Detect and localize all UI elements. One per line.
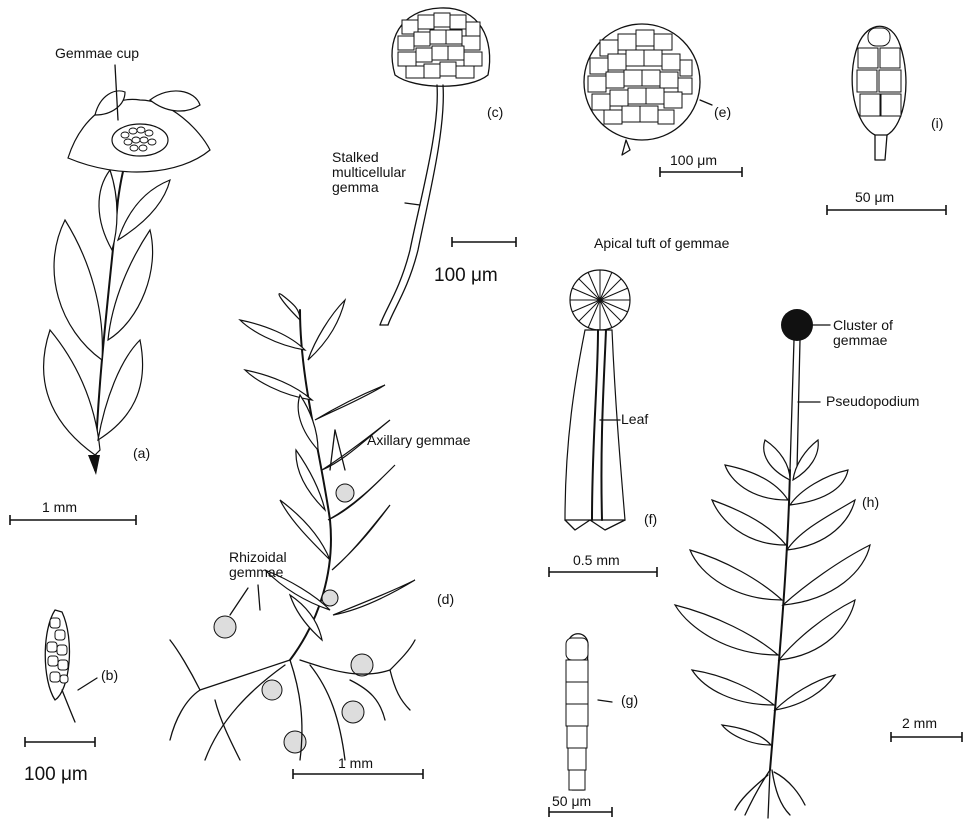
callout-gemmae-cup: Gemmae cup <box>55 46 139 61</box>
scale-label-a: 1 mm <box>42 500 77 515</box>
panel-label-i: (i) <box>931 116 943 131</box>
drawing-a-shoot-with-gemmae-cup <box>44 65 210 475</box>
callout-pseudopodium: Pseudopodium <box>826 394 919 409</box>
scale-label-b: 100 μm <box>24 765 88 785</box>
panel-label-c: (c) <box>487 105 503 120</box>
scale-label-g: 50 μm <box>552 794 591 809</box>
drawing-g-filamentous-gemma <box>566 634 612 790</box>
panel-label-e: (e) <box>714 105 731 120</box>
scale-label-e: 100 μm <box>670 153 717 168</box>
scale-label-i: 50 μm <box>855 190 894 205</box>
drawing-i-gemma <box>852 26 906 160</box>
drawing-f-leaf-with-apical-tuft <box>565 270 630 530</box>
panel-label-b: (b) <box>101 668 118 683</box>
drawing-d-shoot-with-axillary-and-rhizoidal-gemmae <box>170 294 415 760</box>
panel-label-d: (d) <box>437 592 454 607</box>
callout-cluster-of-gemmae: Cluster of gemmae <box>833 318 893 348</box>
callout-axillary-gemmae: Axillary gemmae <box>367 433 470 448</box>
panel-label-g: (g) <box>621 693 638 708</box>
panel-label-a: (a) <box>133 446 150 461</box>
callout-apical-tuft: Apical tuft of gemmae <box>594 236 729 251</box>
callout-leaf: Leaf <box>621 412 648 427</box>
drawing-b-gemma <box>45 610 97 722</box>
panel-label-f: (f) <box>644 512 657 527</box>
drawing-h-shoot-with-pseudopodium <box>675 309 870 818</box>
scale-label-c: 100 μm <box>434 266 498 286</box>
drawing-e-spherical-gemma <box>584 24 712 155</box>
scale-label-h: 2 mm <box>902 716 937 731</box>
scale-label-d: 1 mm <box>338 756 373 771</box>
panel-label-h: (h) <box>862 495 879 510</box>
scale-label-f: 0.5 mm <box>573 553 620 568</box>
callout-rhizoidal-gemmae: Rhizoidal gemmae <box>229 550 287 580</box>
callout-stalked-gemma: Stalked multicellular gemma <box>332 150 406 195</box>
